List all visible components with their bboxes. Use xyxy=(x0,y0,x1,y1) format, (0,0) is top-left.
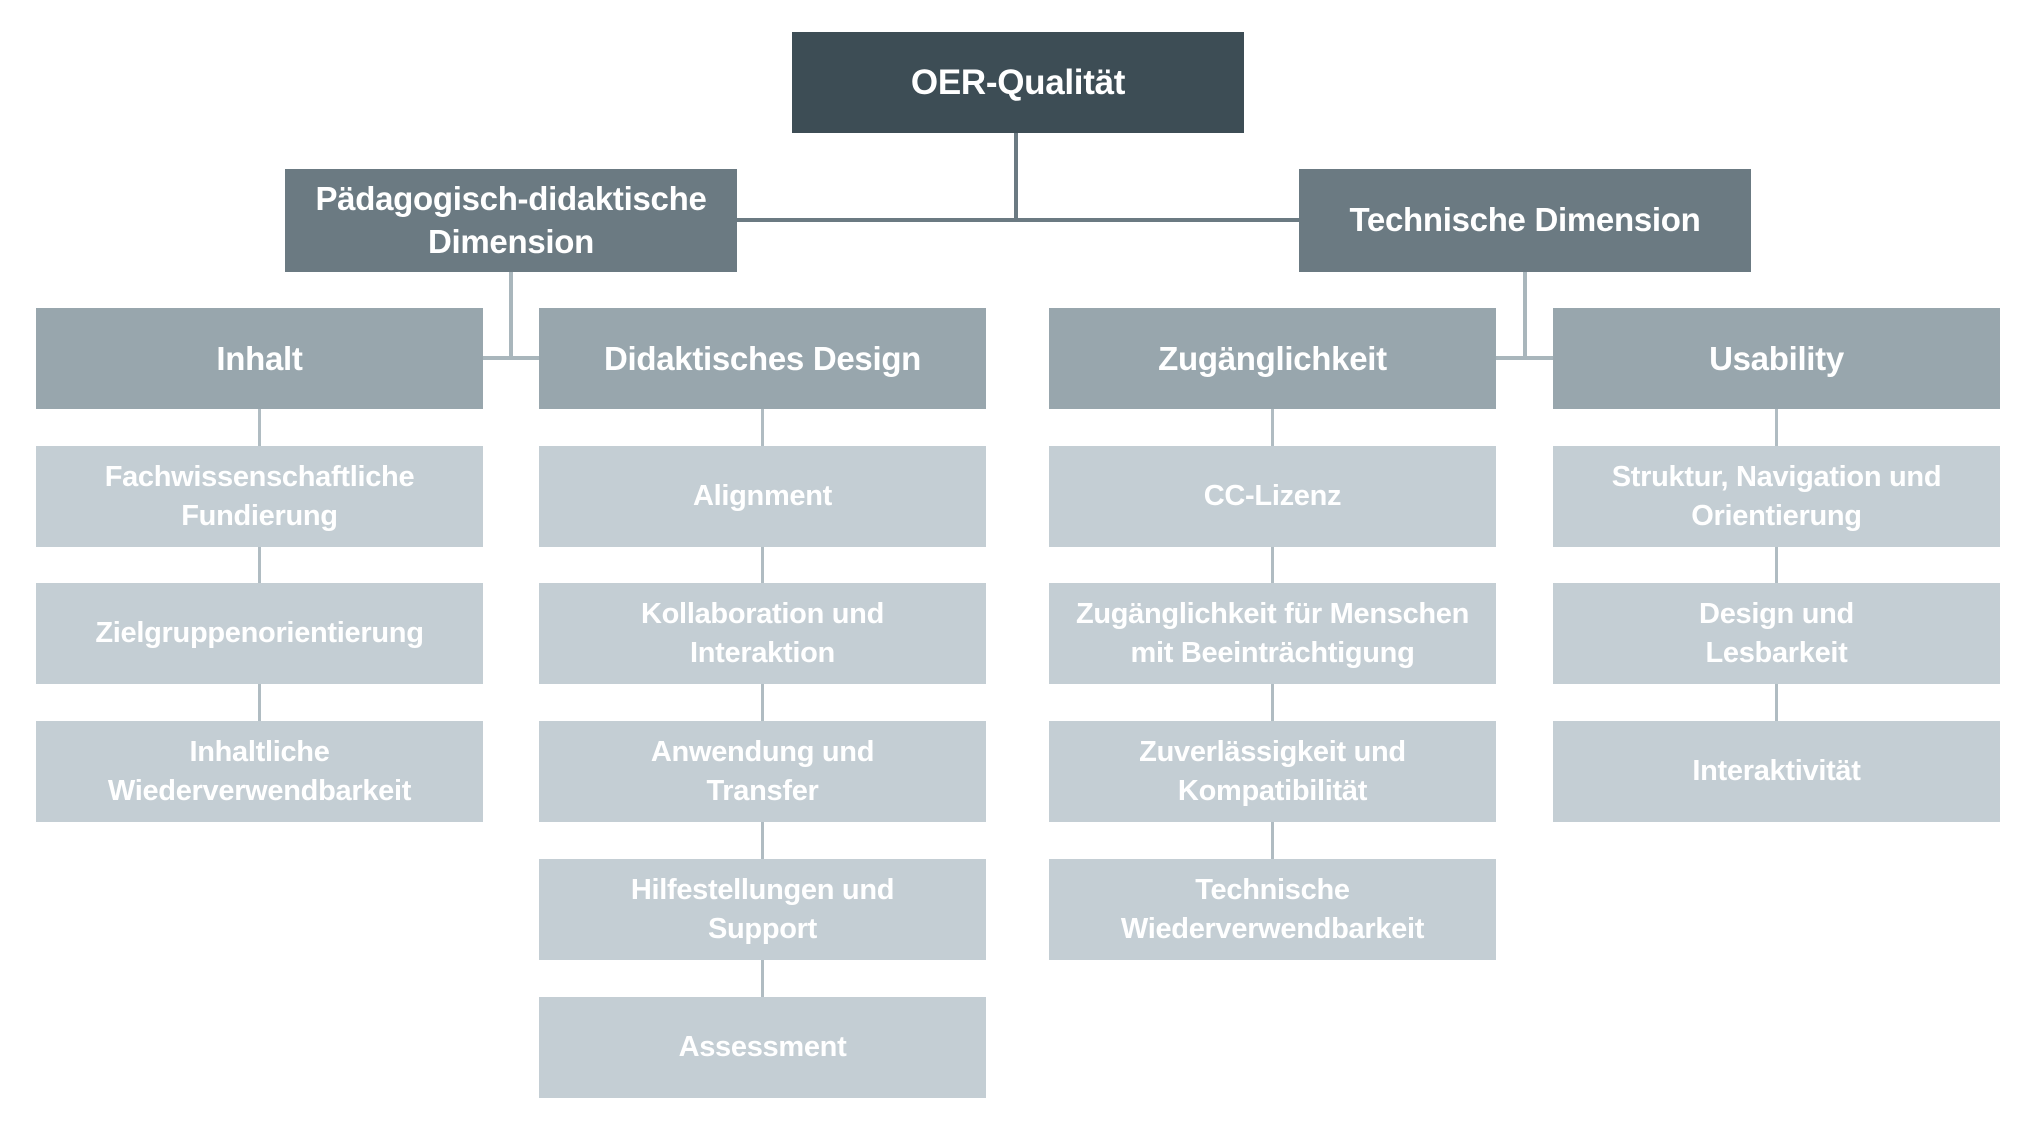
node-hilfestellungen-und-support: Hilfestellungen und Support xyxy=(539,859,986,960)
node-zugaenglichkeit: Zugänglichkeit xyxy=(1049,308,1496,409)
connector-col3-seg1 xyxy=(1271,409,1274,446)
connector-paedagogisch-stub xyxy=(483,356,539,360)
node-inhalt: Inhalt xyxy=(36,308,483,409)
connector-col2-seg2 xyxy=(761,547,764,583)
node-struktur-navigation-und-orientierung: Struktur, Navigation und Orientierung xyxy=(1553,446,2000,547)
node-kollaboration-und-interaktion: Kollaboration und Interaktion xyxy=(539,583,986,684)
node-design-und-lesbarkeit: Design und Lesbarkeit xyxy=(1553,583,2000,684)
connector-col3-seg2 xyxy=(1271,547,1274,583)
connector-col1-seg3 xyxy=(258,684,261,721)
connector-col4-seg2 xyxy=(1775,547,1778,583)
connector-col1-seg2 xyxy=(258,547,261,583)
connector-col2-seg5 xyxy=(761,960,764,997)
node-usability: Usability xyxy=(1553,308,2000,409)
connector-col2-seg1 xyxy=(761,409,764,446)
connector-root-horizontal xyxy=(737,218,1299,222)
connector-col3-seg4 xyxy=(1271,822,1274,859)
connector-paedagogisch-vertical xyxy=(509,272,513,360)
connector-technische-stub xyxy=(1496,356,1553,360)
connector-root-vertical xyxy=(1014,133,1018,220)
node-didaktisches-design: Didaktisches Design xyxy=(539,308,986,409)
node-oer-qualitaet: OER-Qualität xyxy=(792,32,1244,133)
connector-technische-vertical xyxy=(1523,272,1527,360)
node-technische-wiederverwendbarkeit: Technische Wiederverwendbarkeit xyxy=(1049,859,1496,960)
connector-col4-seg1 xyxy=(1775,409,1778,446)
node-assessment: Assessment xyxy=(539,997,986,1098)
node-fachwissenschaftliche-fundierung: Fachwissenschaftliche Fundierung xyxy=(36,446,483,547)
connector-col4-seg3 xyxy=(1775,684,1778,721)
connector-col3-seg3 xyxy=(1271,684,1274,721)
connector-col2-seg4 xyxy=(761,822,764,859)
node-zuverlaessigkeit-und-kompatibilitaet: Zuverlässigkeit und Kompatibilität xyxy=(1049,721,1496,822)
node-anwendung-und-transfer: Anwendung und Transfer xyxy=(539,721,986,822)
connector-col2-seg3 xyxy=(761,684,764,721)
node-cc-lizenz: CC-Lizenz xyxy=(1049,446,1496,547)
node-zugaenglichkeit-fuer-menschen: Zugänglichkeit für Menschen mit Beeinträ… xyxy=(1049,583,1496,684)
node-technische-dimension: Technische Dimension xyxy=(1299,169,1751,272)
node-zielgruppenorientierung: Zielgruppenorientierung xyxy=(36,583,483,684)
node-alignment: Alignment xyxy=(539,446,986,547)
node-interaktivitaet: Interaktivität xyxy=(1553,721,2000,822)
node-paedagogisch-didaktische-dimension: Pädagogisch-didaktische Dimension xyxy=(285,169,737,272)
connector-col1-seg1 xyxy=(258,409,261,446)
node-inhaltliche-wiederverwendbarkeit: Inhaltliche Wiederverwendbarkeit xyxy=(36,721,483,822)
